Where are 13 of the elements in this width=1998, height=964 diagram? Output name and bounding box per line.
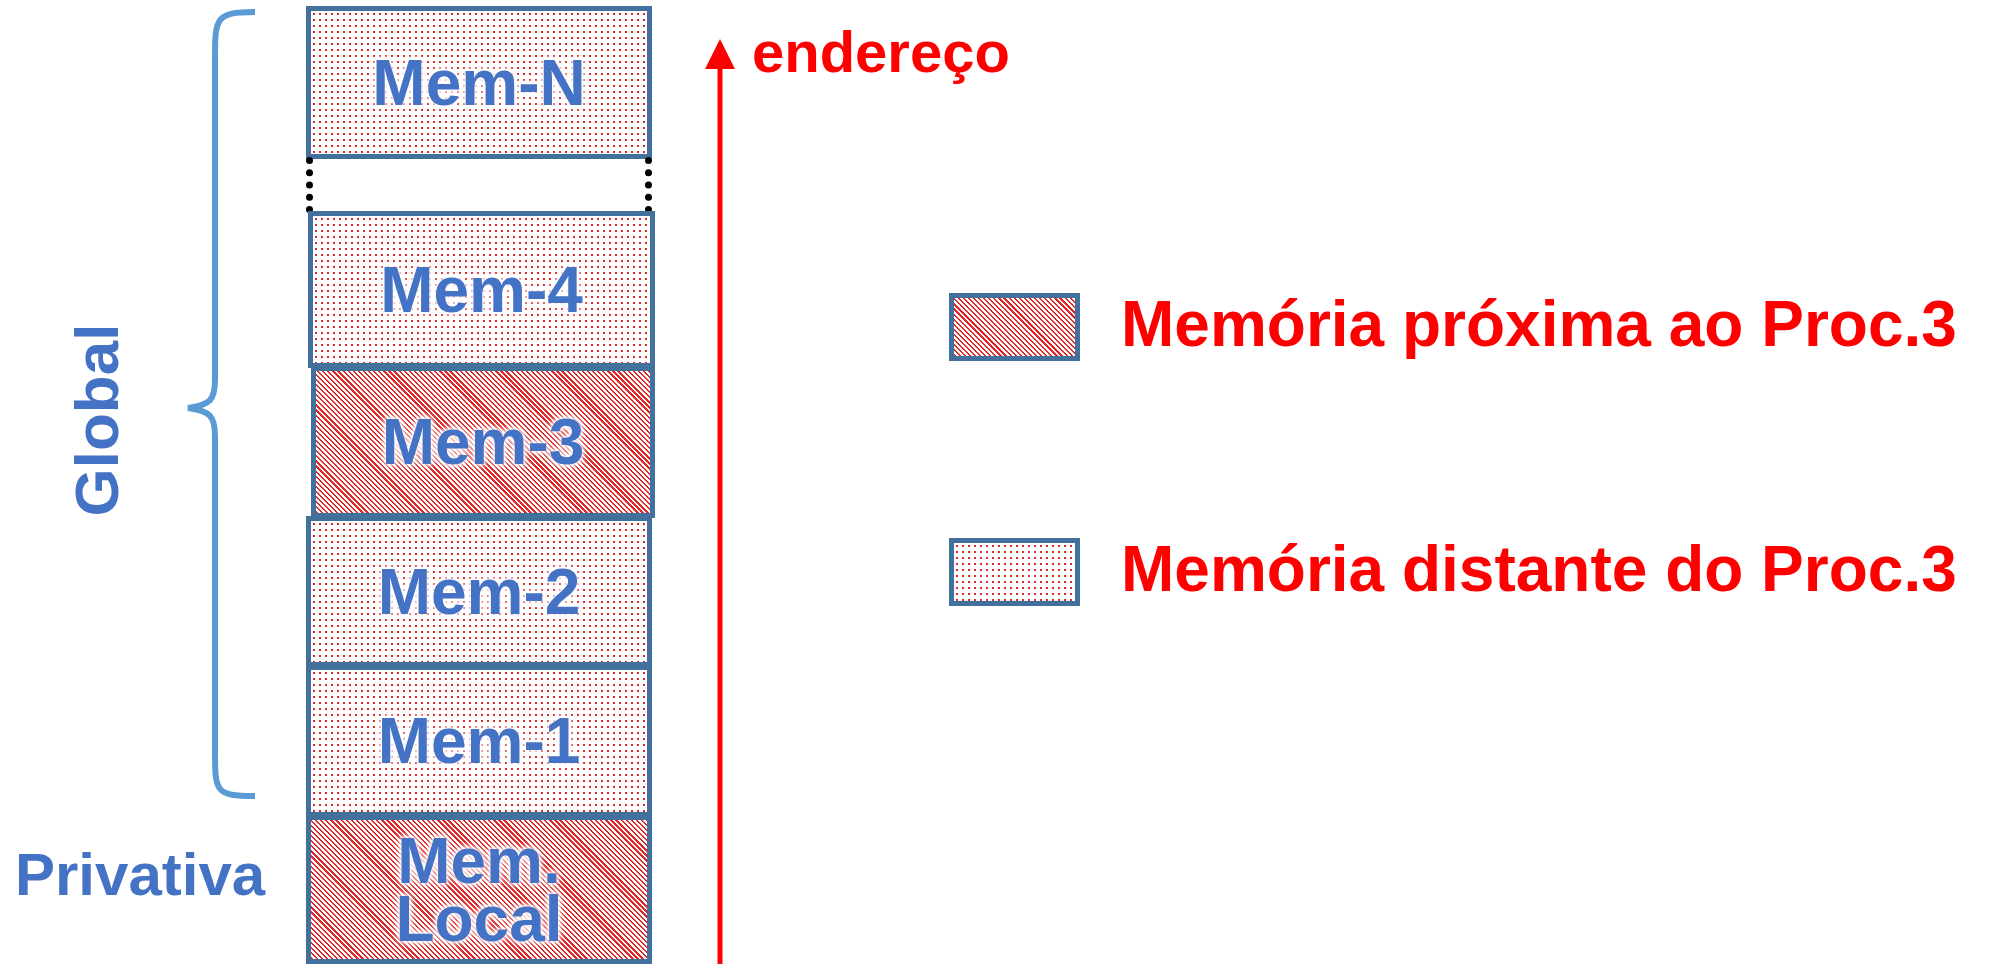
legend-text: Memória distante do Proc.3	[1121, 532, 1957, 606]
block-label: Mem-1	[377, 712, 581, 770]
block-label: Mem-4	[380, 260, 583, 319]
memory-block	[308, 211, 655, 368]
memory-block	[306, 665, 652, 817]
group-label: Global	[60, 323, 132, 517]
legend-text: Memória próxima ao Proc.3	[1121, 287, 1957, 361]
block-label: Mem-N	[372, 53, 586, 112]
memory-block	[306, 516, 652, 667]
axis-label: endereço	[752, 18, 1010, 85]
group-label: Privativa	[15, 840, 266, 909]
block-label: Mem-2	[377, 562, 581, 621]
memory-block	[306, 6, 652, 159]
